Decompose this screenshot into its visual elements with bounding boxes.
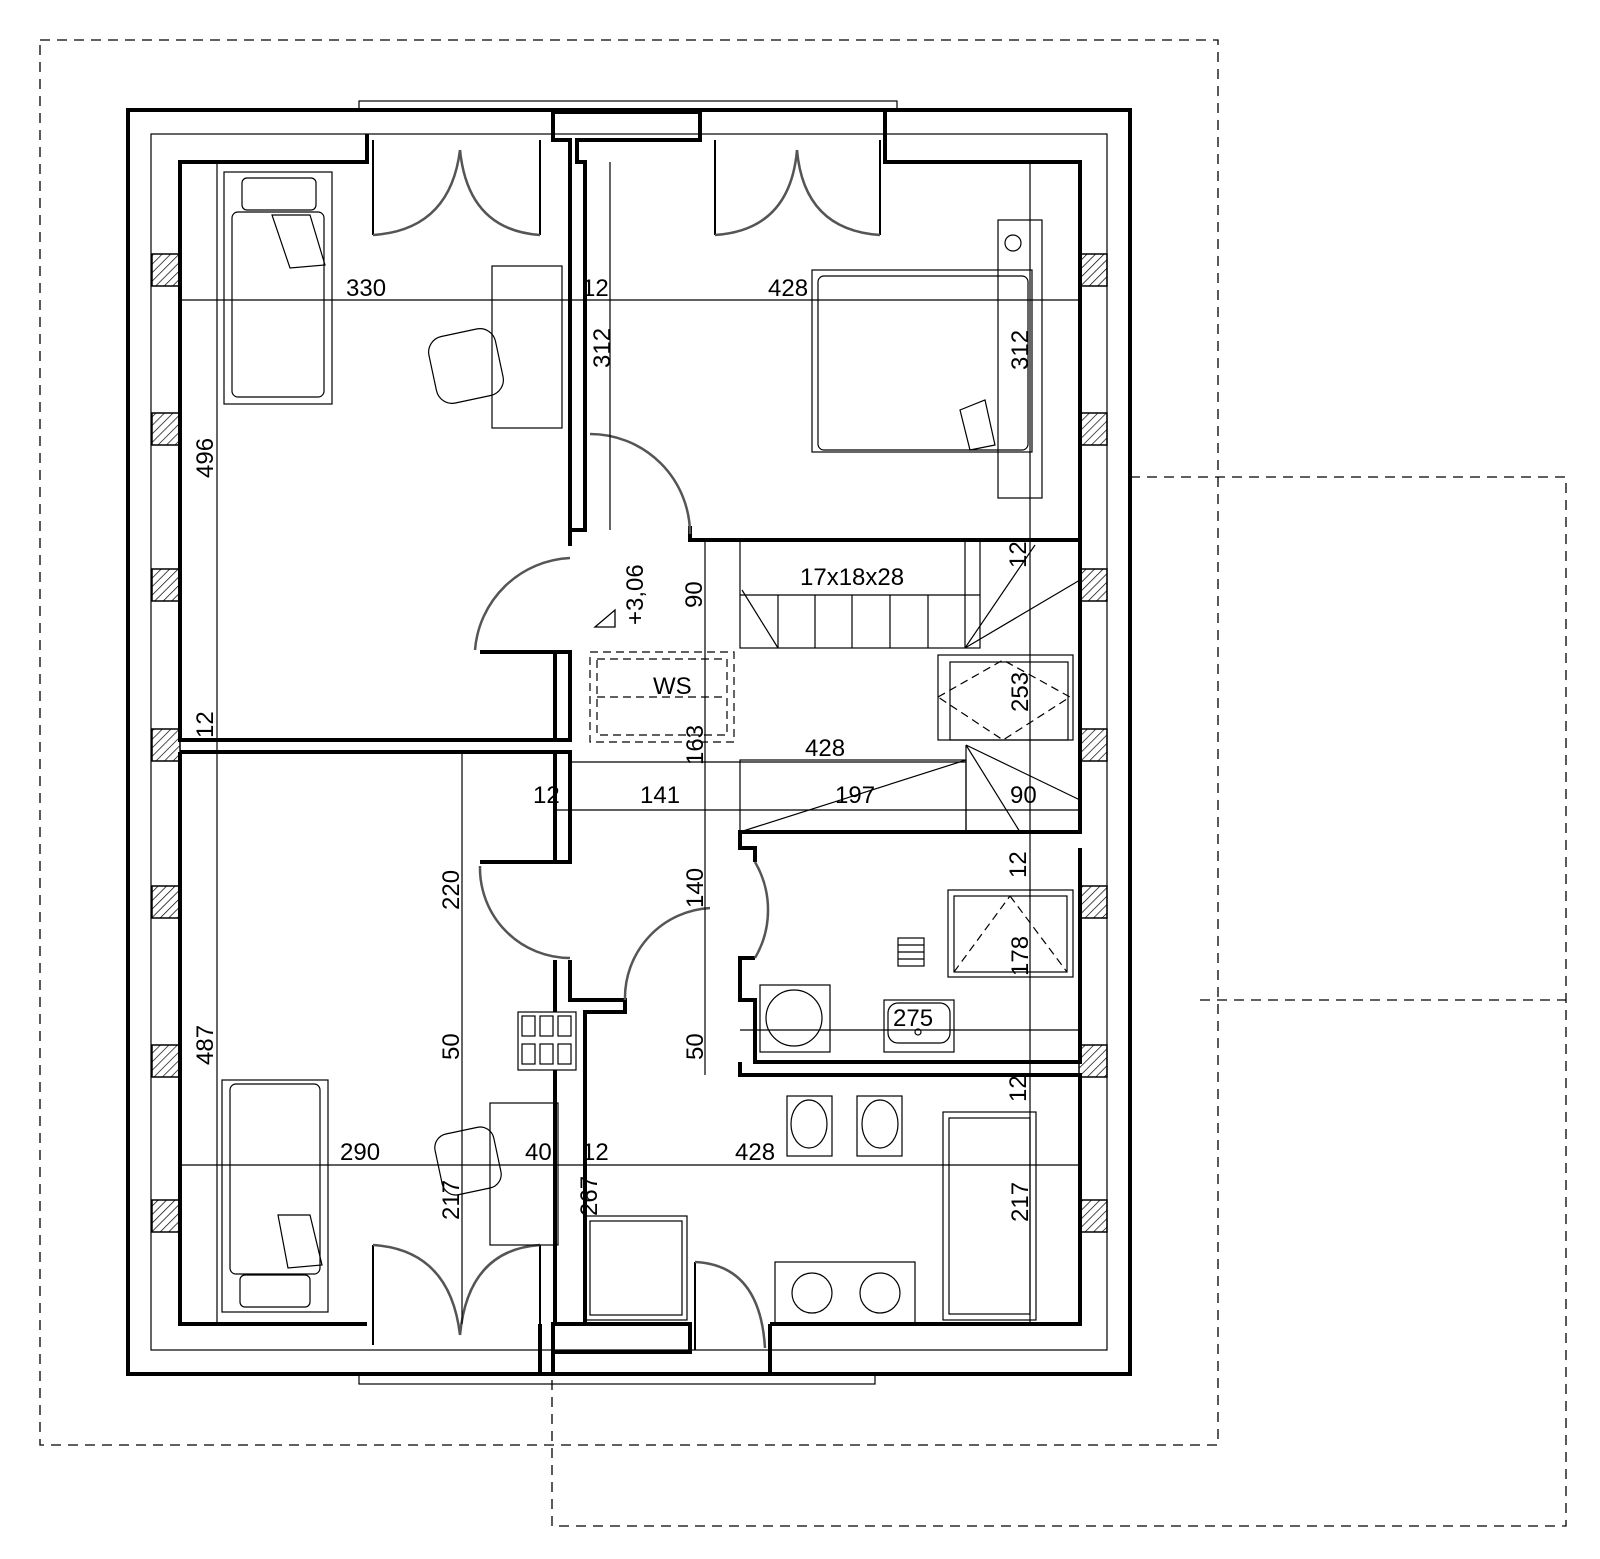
dim-bedroom-ne-height-right: 312 xyxy=(1007,330,1034,370)
dim-hall-50-right: 50 xyxy=(682,1033,709,1060)
dim-stair-wall: 12 xyxy=(1005,541,1032,568)
dim-bedroom-ne-width: 428 xyxy=(768,275,808,302)
dim-bedroom-nw-height: 496 xyxy=(192,438,219,478)
staircase xyxy=(593,540,1081,833)
wall-vents xyxy=(151,253,1108,1233)
dim-bedroom-sw-487: 487 xyxy=(192,1025,219,1065)
dim-bath-se-217: 217 xyxy=(1007,1182,1034,1222)
dim-bedroom-sw-220: 220 xyxy=(438,870,465,910)
dim-west-wall: 12 xyxy=(192,711,219,738)
dim-bath-275: 275 xyxy=(893,1005,933,1032)
dim-hall-267: 267 xyxy=(576,1176,603,1216)
dim-bedroom-sw-217: 217 xyxy=(438,1180,465,1220)
dim-landing: 253 xyxy=(1007,672,1034,712)
dim-stair-height: 90 xyxy=(681,581,708,608)
dimension-texts: 330 12 428 312 312 496 12 90 253 12 428 … xyxy=(192,275,1037,1222)
stairs-label: 17x18x28 xyxy=(800,564,904,591)
dim-hall-163: 163 xyxy=(682,725,709,765)
dim-stair-197: 197 xyxy=(835,782,875,809)
dim-hall-50-left: 50 xyxy=(438,1033,465,1060)
dim-hall-width: 428 xyxy=(805,735,845,762)
roof-outline xyxy=(39,39,1567,1527)
dim-hall-gap-left: 12 xyxy=(533,782,560,809)
dim-shower-178: 178 xyxy=(1007,936,1034,976)
ws-label: WS xyxy=(653,673,692,700)
dim-bath-wall-top: 12 xyxy=(1005,851,1032,878)
dim-wall-12-sw: 12 xyxy=(582,1139,609,1166)
interior-walls xyxy=(178,110,1082,1374)
dim-bedroom-nw-width: 330 xyxy=(346,275,386,302)
dim-stair-90-right: 90 xyxy=(1010,782,1037,809)
dim-hall-140: 140 xyxy=(682,868,709,908)
dim-wall-40: 40 xyxy=(525,1139,552,1166)
furniture-nw xyxy=(223,171,563,429)
dim-bedroom-ne-height-left: 312 xyxy=(589,328,616,368)
doors xyxy=(372,140,881,1350)
level-mark: +3,06 xyxy=(622,564,649,625)
dim-wall-nw: 12 xyxy=(582,275,609,302)
dim-bedroom-sw-width: 290 xyxy=(340,1139,380,1166)
furniture-ne xyxy=(811,219,1043,499)
dim-hall-141: 141 xyxy=(640,782,680,809)
dim-bath-se-width: 428 xyxy=(735,1139,775,1166)
dim-bath-wall-bottom: 12 xyxy=(1005,1075,1032,1102)
bathroom-upper xyxy=(759,889,1074,1053)
bathroom-lower xyxy=(584,1095,1037,1325)
furniture-sw xyxy=(221,1011,577,1313)
dimension-lines xyxy=(180,162,1080,1324)
